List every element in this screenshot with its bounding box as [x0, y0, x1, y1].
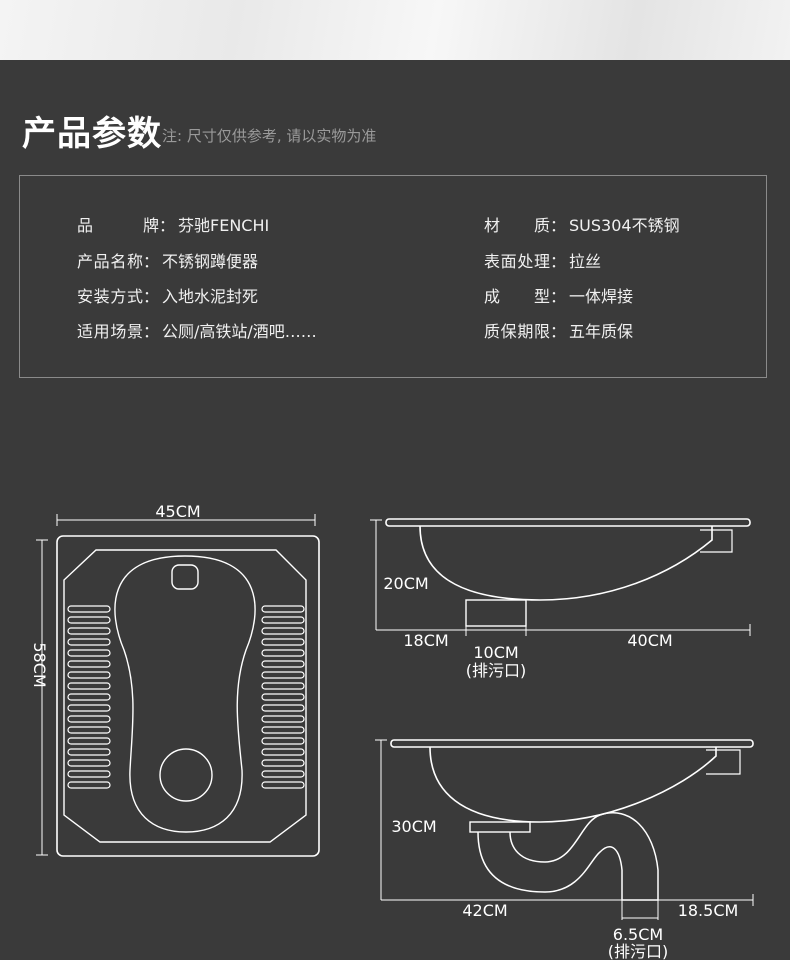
left-ridges [67, 605, 111, 789]
param-separator: ： [550, 287, 567, 306]
param-value: 拉丝 [569, 252, 602, 271]
param-separator: ： [550, 322, 567, 341]
side-view-2 [375, 739, 754, 920]
param-brand: 品牌：芬驰FENCHI [77, 212, 269, 236]
param-value: 不锈钢蹲便器 [162, 252, 259, 271]
param-label: 适用场景 [77, 322, 143, 341]
param-value: 一体焊接 [569, 287, 634, 306]
param-label: 产品名称 [77, 252, 143, 271]
param-value: SUS304不锈钢 [569, 216, 680, 235]
param-value: 入地水泥封死 [162, 287, 259, 306]
param-install: 安装方式：入地水泥封死 [77, 283, 258, 307]
param-value: 五年质保 [569, 322, 634, 341]
param-separator: ： [143, 287, 160, 306]
side2-right-label: 18.5CM [678, 901, 739, 920]
side1-height-label: 20CM [383, 574, 428, 593]
side2-drain-label: 6.5CM [613, 925, 663, 944]
page-title: 产品参数 [22, 114, 162, 154]
top-length-label: 58CM [30, 642, 49, 687]
param-table [19, 175, 767, 378]
param-label: 品牌 [77, 216, 159, 235]
side2-drain-note: (排污口) [608, 942, 669, 960]
param-separator: ： [159, 216, 176, 235]
param-value: 公厕/高铁站/酒吧…… [162, 322, 317, 341]
right-ridges [261, 605, 305, 789]
marble-banner [0, 0, 790, 60]
side-view-1 [370, 518, 751, 636]
side1-left-label: 18CM [403, 631, 448, 650]
top-view-diagram [36, 514, 320, 857]
param-separator: ： [550, 216, 567, 235]
side2-height-label: 30CM [391, 817, 436, 836]
param-separator: ： [143, 252, 160, 271]
param-label: 安装方式 [77, 287, 143, 306]
param-separator: ： [143, 322, 160, 341]
param-value: 芬驰FENCHI [178, 216, 270, 235]
param-label: 材质 [484, 216, 550, 235]
param-label: 成型 [484, 287, 550, 306]
param-label: 表面处理 [484, 252, 550, 271]
side1-right-label: 40CM [627, 631, 672, 650]
param-scene: 适用场景：公厕/高铁站/酒吧…… [77, 318, 317, 342]
dimension-note: 注: 尺寸仅供参考, 请以实物为准 [162, 127, 377, 145]
side1-drain-note: (排污口) [466, 661, 527, 680]
param-separator: ： [550, 252, 567, 271]
param-label: 质保期限 [484, 322, 550, 341]
side1-drain-label: 10CM [473, 643, 518, 662]
top-width-label: 45CM [155, 502, 200, 521]
param-warranty: 质保期限：五年质保 [484, 318, 633, 342]
param-forming: 成型：一体焊接 [484, 283, 633, 307]
param-name: 产品名称：不锈钢蹲便器 [77, 248, 258, 272]
param-surface: 表面处理：拉丝 [484, 248, 601, 272]
param-material: 材质：SUS304不锈钢 [484, 212, 680, 236]
side2-left-label: 42CM [462, 901, 507, 920]
